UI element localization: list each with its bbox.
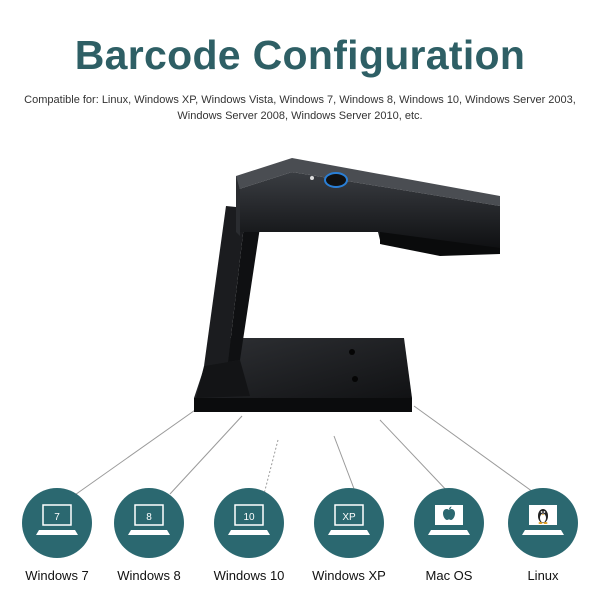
os-circle [508,488,578,558]
connector-lines [71,405,541,498]
laptop-screen-label: XP [342,512,356,523]
compatibility-line-1: Compatible for: Linux, Windows XP, Windo… [24,94,576,106]
os-label: Windows 8 [117,568,181,583]
os-circle [414,488,484,558]
laptop-screen-label: 10 [243,512,255,523]
apple-icon [428,505,470,535]
os-label: Windows XP [312,568,386,583]
compatibility-text: Compatible for: Linux, Windows XP, Windo… [10,92,590,124]
penguin-icon [522,505,564,535]
laptop-icon: 7 [36,504,78,535]
scanner-head [236,158,500,256]
os-label: Mac OS [425,568,473,583]
os-item-windows-8: 8 Windows 8 [106,488,192,583]
os-label: Windows 7 [25,568,89,583]
laptop-screen-label: 8 [146,512,152,523]
os-label: Windows 10 [213,568,285,583]
os-item-linux: Linux [500,488,586,583]
scanner-base [194,338,412,412]
os-item-windows-7: 7 Windows 7 [14,488,100,583]
page-title: Barcode Configuration [74,32,526,78]
laptop-screen-label: 7 [54,512,60,523]
os-item-windows-xp: XP Windows XP [306,488,392,583]
os-circle: 7 [22,488,92,558]
os-circle: XP [314,488,384,558]
laptop-icon: XP [328,504,370,535]
os-item-mac-os: Mac OS [406,488,492,583]
os-label: Linux [527,568,559,583]
compatibility-line-2: Windows Server 2008, Windows Server 2010… [177,110,423,122]
scanner-stand [196,206,262,398]
os-circle: 10 [214,488,284,558]
laptop-icon: 8 [128,504,170,535]
laptop-icon: 10 [228,504,270,535]
os-circle: 8 [114,488,184,558]
os-item-windows-10: 10 Windows 10 [206,488,292,583]
